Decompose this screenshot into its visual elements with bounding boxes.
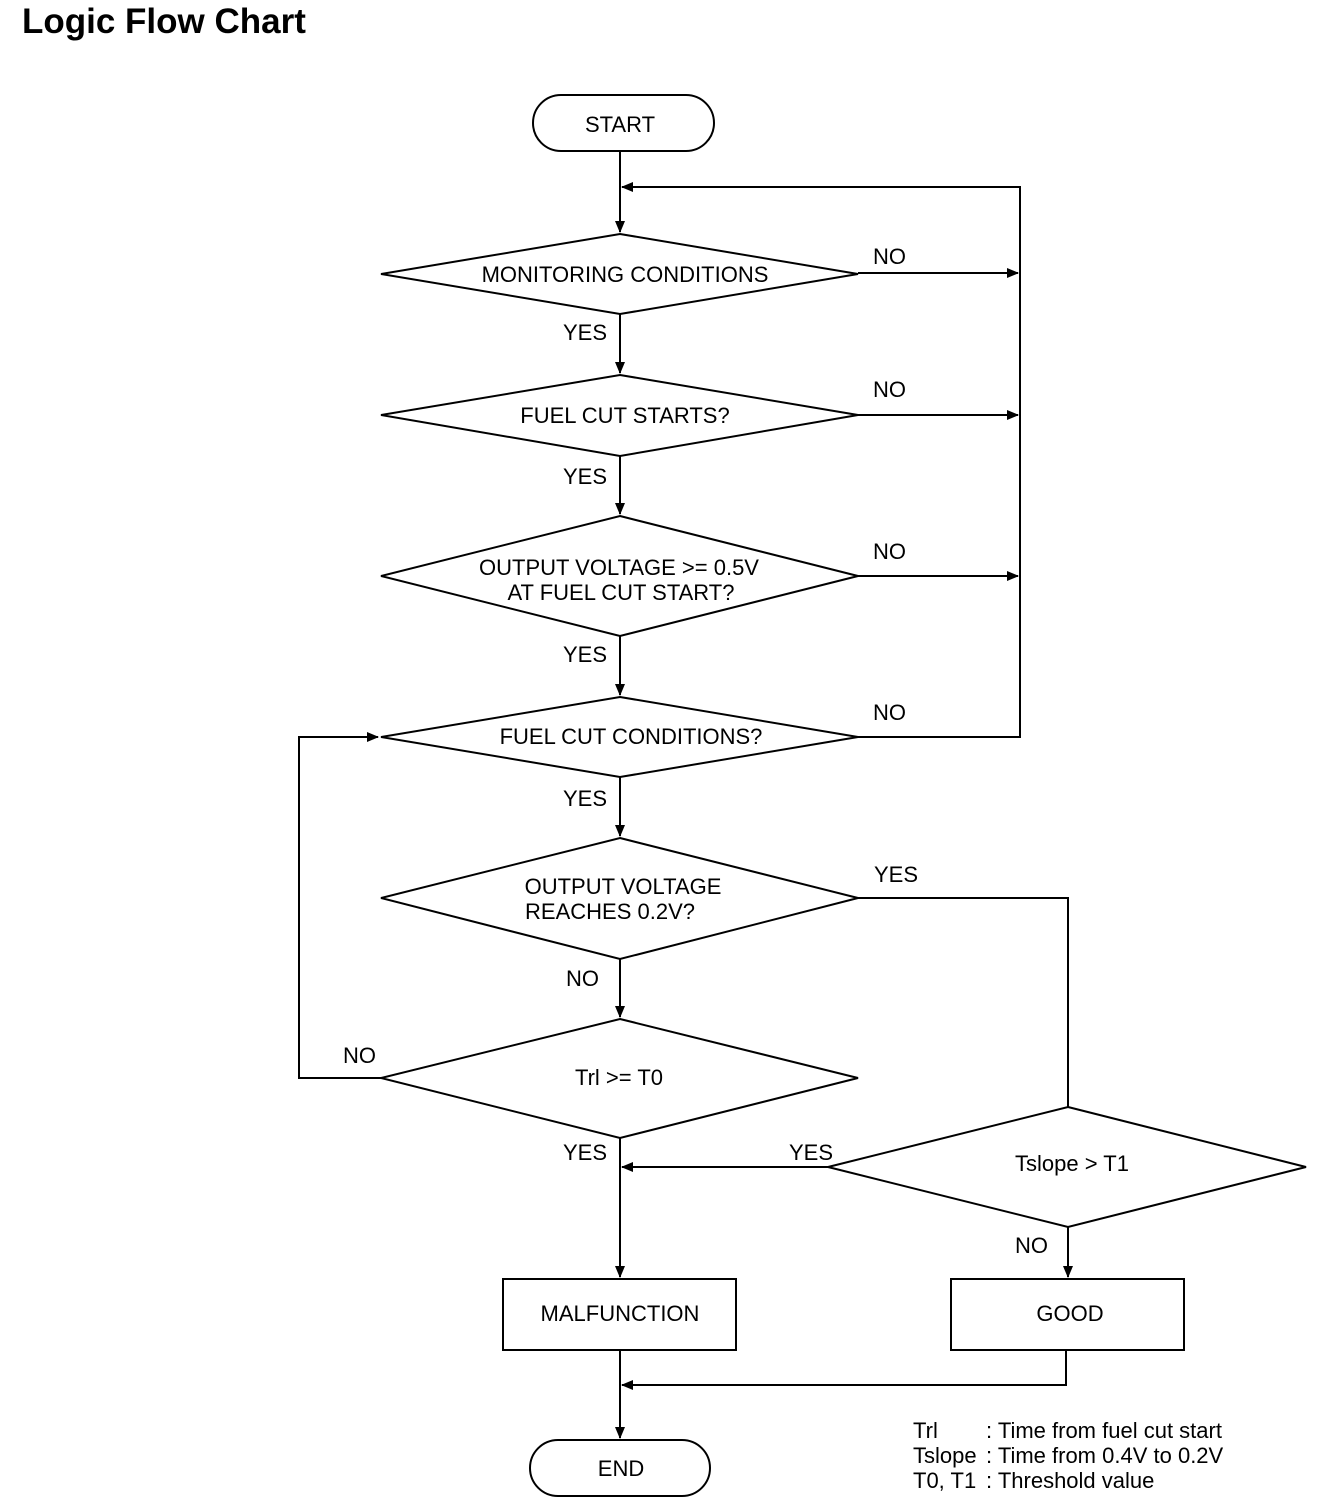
- legend-desc-tslope: : Time from 0.4V to 0.2V: [986, 1443, 1224, 1468]
- branch-label-no: NO: [873, 700, 906, 725]
- output-voltage-label-2: AT FUEL CUT START?: [508, 580, 735, 605]
- connector-good-end: [621, 1350, 1067, 1390]
- branch-label-no: NO: [566, 966, 599, 991]
- legend-term-thresholds: T0, T1: [913, 1468, 976, 1493]
- branch-label-yes: YES: [563, 320, 607, 345]
- tslope-decision: [827, 1105, 1307, 1229]
- fuel-cut-starts-decision: [380, 373, 859, 458]
- branch-label-yes: YES: [874, 862, 918, 887]
- branch-label-yes: YES: [563, 1140, 607, 1165]
- monitoring-label: MONITORING CONDITIONS: [482, 262, 769, 287]
- reaches-label-2: REACHES 0.2V?: [525, 899, 695, 924]
- legend-term-tslope: Tslope: [913, 1443, 977, 1468]
- malfunction-label: MALFUNCTION: [541, 1301, 700, 1326]
- reaches-label-1: OUTPUT VOLTAGE: [525, 874, 722, 899]
- start-terminal: [532, 94, 715, 152]
- legend-term-trl: Trl: [913, 1418, 938, 1443]
- trl-decision: [380, 1017, 859, 1140]
- tslope-label: Tslope > T1: [1015, 1151, 1129, 1176]
- branch-label-yes: YES: [563, 786, 607, 811]
- monitoring-decision: [380, 232, 859, 316]
- branch-label-no: NO: [343, 1043, 376, 1068]
- reaches-decision: [380, 836, 859, 961]
- branch-label-no: NO: [873, 244, 906, 269]
- end-terminal: [529, 1439, 711, 1497]
- end-label: END: [598, 1456, 644, 1481]
- good-label: GOOD: [1036, 1301, 1103, 1326]
- start-label: START: [585, 112, 655, 137]
- trl-label: Trl >= T0: [575, 1065, 663, 1090]
- branch-label-no: NO: [873, 539, 906, 564]
- connector-no-return-bus: [621, 182, 1021, 738]
- good-box: [950, 1278, 1185, 1351]
- fuel-cut-starts-label: FUEL CUT STARTS?: [520, 403, 729, 428]
- fuel-cut-conditions-decision: [380, 695, 859, 779]
- output-voltage-decision: [380, 514, 859, 638]
- branch-label-yes: YES: [789, 1140, 833, 1165]
- branch-label-no: NO: [1015, 1233, 1048, 1258]
- connector-trl-no: [298, 732, 381, 1079]
- branch-label-no: NO: [873, 377, 906, 402]
- page-title: Logic Flow Chart: [22, 2, 306, 41]
- legend: Trl : Time from fuel cut start Tslope : …: [913, 1418, 1224, 1493]
- malfunction-box: [502, 1278, 737, 1351]
- output-voltage-label-1: OUTPUT VOLTAGE >= 0.5V: [479, 555, 759, 580]
- legend-desc-thresholds: : Threshold value: [986, 1468, 1154, 1493]
- branch-label-yes: YES: [563, 464, 607, 489]
- fuel-cut-conditions-label: FUEL CUT CONDITIONS?: [500, 724, 763, 749]
- legend-desc-trl: : Time from fuel cut start: [986, 1418, 1222, 1443]
- connector-reaches-yes: [858, 897, 1069, 1107]
- branch-label-yes: YES: [563, 642, 607, 667]
